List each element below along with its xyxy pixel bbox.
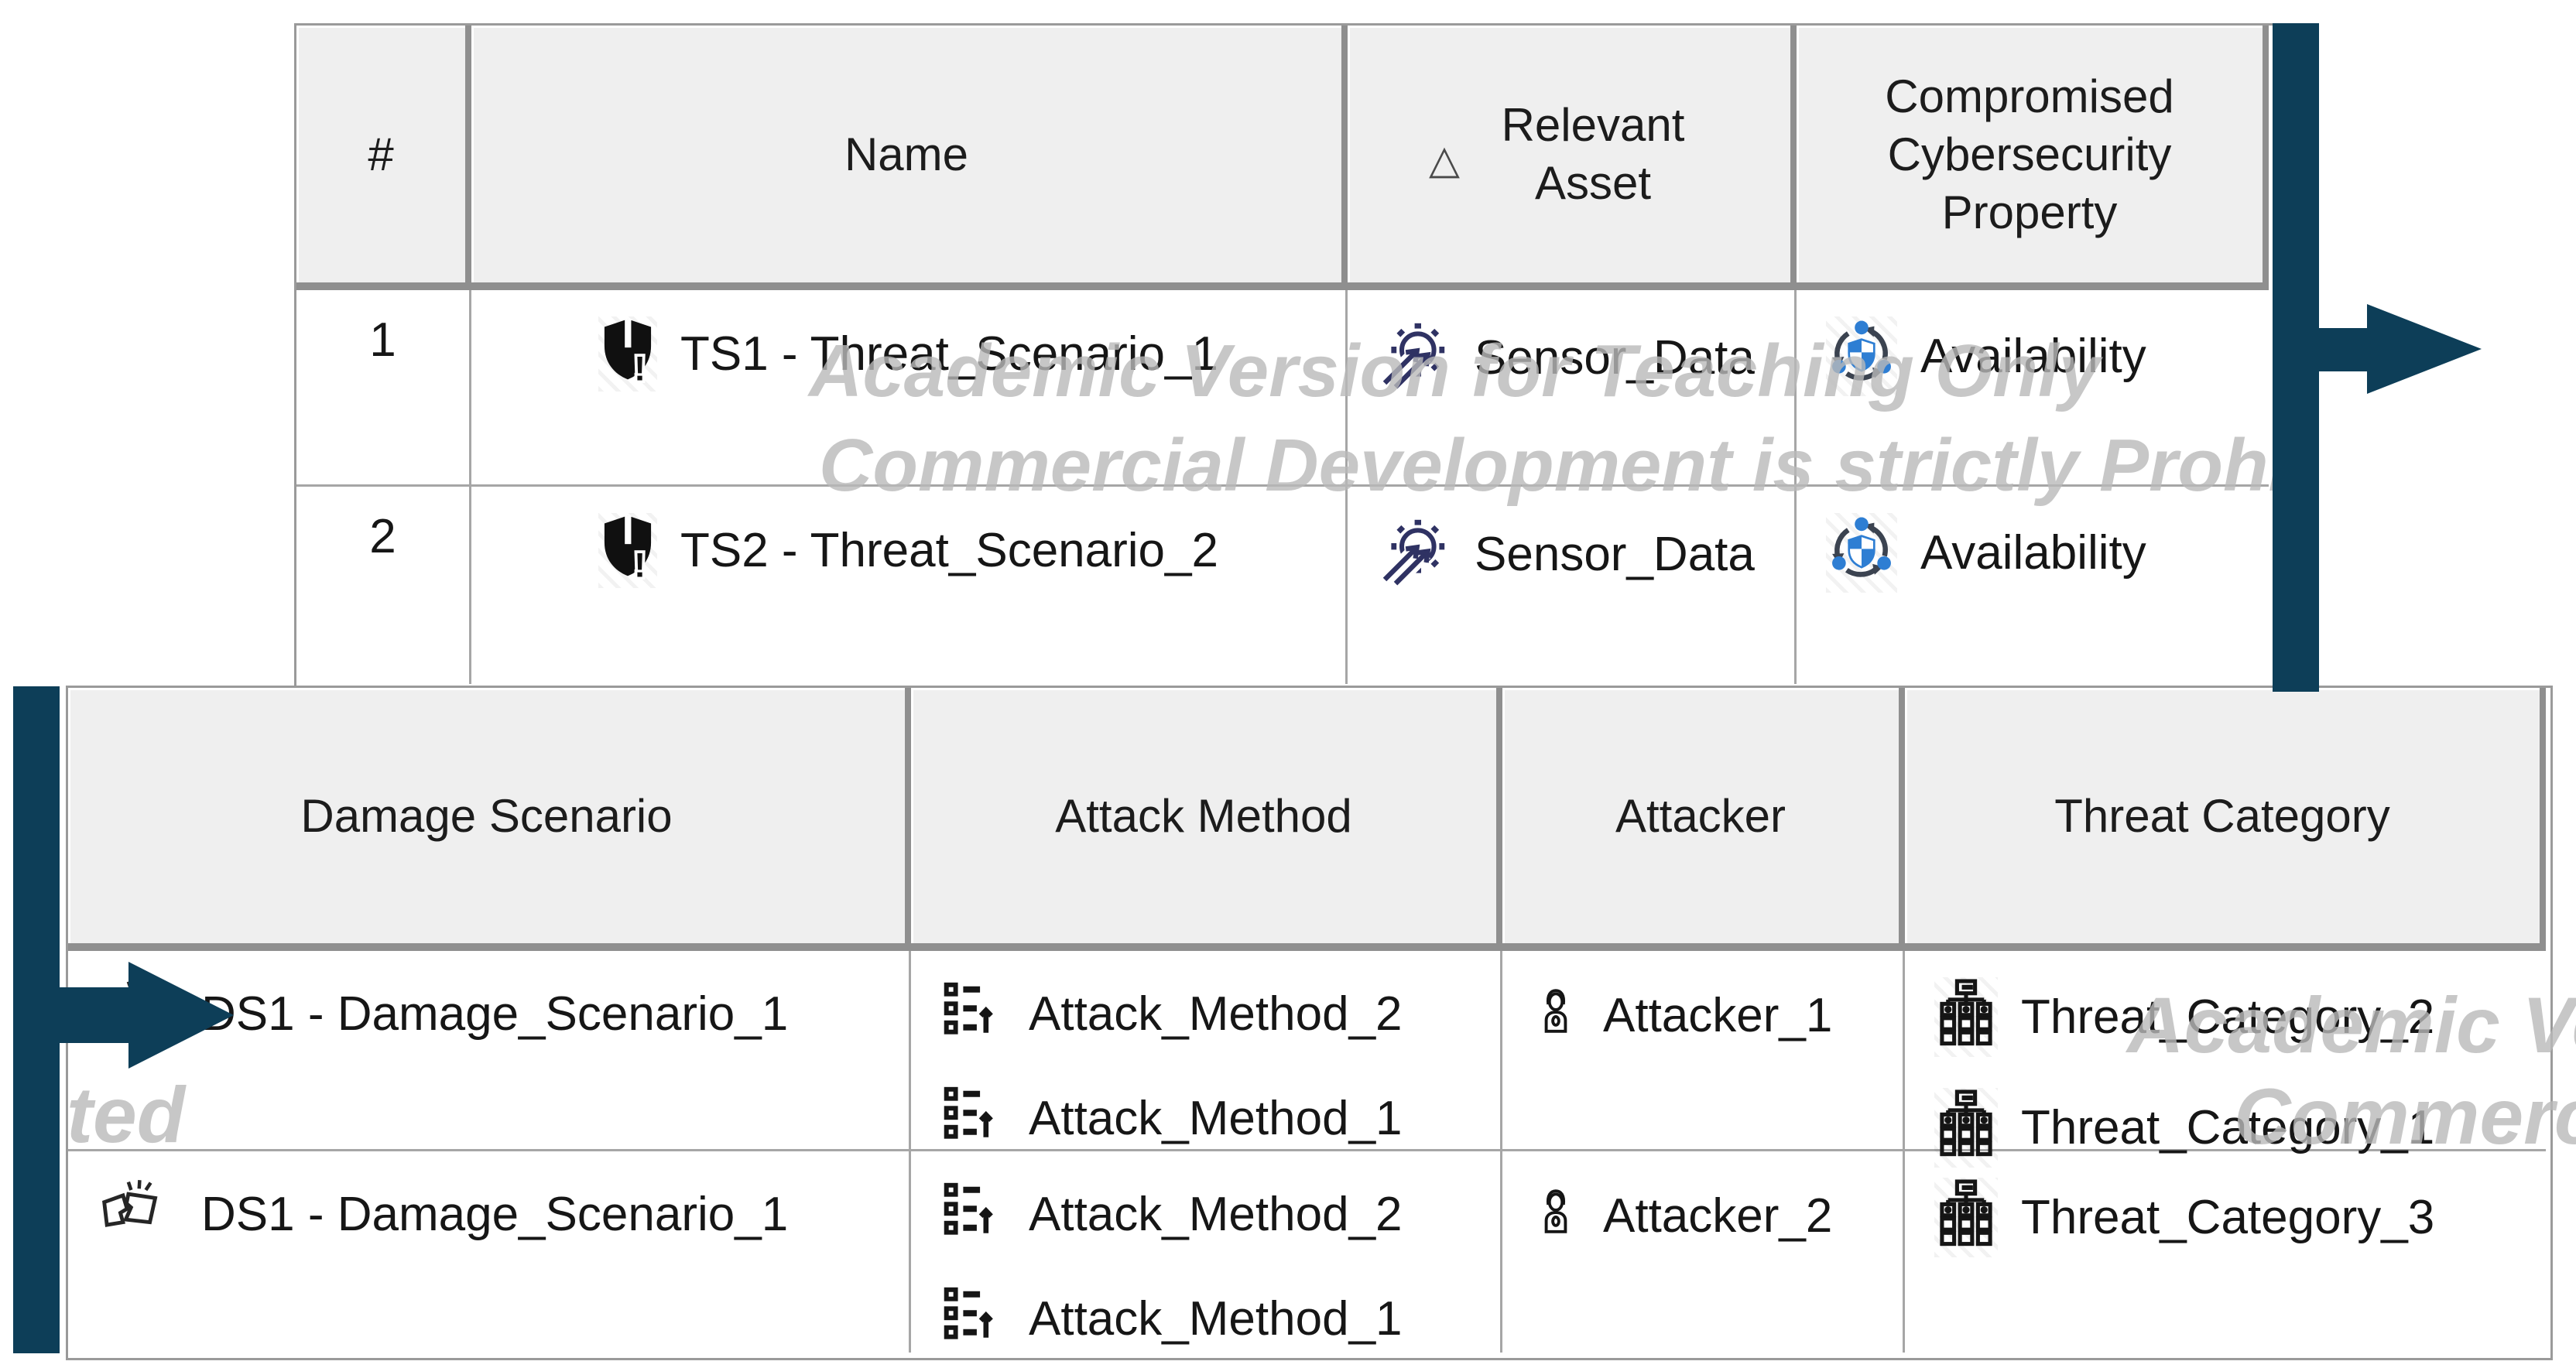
column-header-relevant-asset-label: Relevant Asset: [1501, 99, 1685, 209]
threat-category-hierarchy-icon: [1934, 1178, 1998, 1257]
threat-scenario-name: TS2 - Threat_Scenario_2: [680, 523, 1219, 577]
row-number: 1: [369, 313, 396, 367]
attack-method-name: Attack_Method_2: [1029, 987, 1403, 1041]
threat-scenarios-table: # Name △ Relevant Asset Compromised Cybe…: [294, 23, 2280, 691]
sort-ascending-icon[interactable]: △: [1429, 137, 1460, 183]
attacker-cell[interactable]: Attacker_2: [1502, 1151, 1905, 1353]
svg-text:!: !: [634, 351, 646, 383]
relevant-asset-name: Sensor_Data: [1475, 330, 1755, 385]
relevant-asset-cell[interactable]: Sensor_Data: [1348, 290, 1797, 487]
threat-category-name: Threat_Category_3: [2021, 1190, 2435, 1244]
threat-category-hierarchy-icon: [1934, 1088, 1998, 1168]
attack-method-cell[interactable]: Attack_Method_2 Attack_Method_1: [911, 951, 1502, 1151]
threat-category-cell[interactable]: Threat_Category_3: [1905, 1151, 2546, 1353]
threat-scenario-name-cell[interactable]: ! TS1 - Threat_Scenario_1: [471, 290, 1348, 487]
threat-scenario-shield-icon: !: [598, 316, 657, 392]
annotation-bar-right: [2273, 23, 2319, 692]
availability-shield-icon: [1826, 513, 1897, 593]
annotation-arrow-left-icon: [128, 962, 234, 1069]
threat-scenario-name: TS1 - Threat_Scenario_1: [680, 327, 1219, 381]
compromised-property-cell[interactable]: Availability: [1797, 487, 2269, 684]
attack-method-list-icon: [940, 1178, 1005, 1251]
relevant-asset-name: Sensor_Data: [1475, 527, 1755, 581]
attacker-name: Attacker_1: [1603, 988, 1833, 1042]
column-header-threat-category[interactable]: Threat Category: [1905, 688, 2546, 951]
row-number: 2: [369, 510, 396, 563]
compromised-property-name: Availability: [1920, 329, 2146, 383]
annotation-arrow-left-shaft: [31, 987, 130, 1043]
column-header-attack-method-label: Attack Method: [1055, 789, 1352, 842]
column-header-damage-scenario[interactable]: Damage Scenario: [68, 688, 911, 951]
column-header-relevant-asset[interactable]: △ Relevant Asset: [1348, 26, 1797, 290]
threat-details-table: Damage Scenario Attack Method Attacker T…: [66, 686, 2553, 1360]
threat-category-name: Threat_Category_1: [2021, 1100, 2435, 1154]
column-header-number-label: #: [368, 128, 394, 180]
threat-scenario-name-cell[interactable]: ! TS2 - Threat_Scenario_2: [471, 487, 1348, 684]
column-header-name[interactable]: Name: [471, 26, 1348, 290]
attack-method-list-icon: [940, 1082, 1005, 1155]
damage-scenario-cell[interactable]: DS1 - Damage_Scenario_1: [68, 1151, 911, 1353]
annotation-arrow-right-icon: [2367, 304, 2482, 394]
attack-method-cell[interactable]: Attack_Method_2 Attack_Method_1: [911, 1151, 1502, 1353]
column-header-attacker[interactable]: Attacker: [1502, 688, 1905, 951]
relevant-asset-cell[interactable]: Sensor_Data: [1348, 487, 1797, 684]
availability-shield-icon: [1826, 316, 1897, 396]
damage-scenario-name: DS1 - Damage_Scenario_1: [201, 987, 789, 1041]
threat-scenario-shield-icon: !: [598, 513, 657, 588]
attacker-name: Attacker_2: [1603, 1188, 1833, 1243]
svg-text:!: !: [634, 547, 646, 580]
column-header-damage-scenario-label: Damage Scenario: [300, 789, 673, 842]
column-header-attack-method[interactable]: Attack Method: [911, 688, 1502, 951]
attack-method-name: Attack_Method_1: [1029, 1291, 1403, 1346]
attacker-person-icon: [1532, 1178, 1580, 1254]
threat-category-hierarchy-icon: [1934, 977, 1998, 1057]
column-header-name-label: Name: [844, 128, 969, 180]
column-header-compromised-property-label: Compromised Cybersecurity Property: [1885, 70, 2174, 238]
attack-method-list-icon: [940, 977, 1005, 1051]
compromised-property-name: Availability: [1920, 525, 2146, 580]
attack-method-list-icon: [940, 1282, 1005, 1356]
attack-method-name: Attack_Method_2: [1029, 1187, 1403, 1241]
attacker-cell[interactable]: Attacker_1: [1502, 951, 1905, 1151]
damage-scenario-name: DS1 - Damage_Scenario_1: [201, 1187, 789, 1241]
damage-scenario-broken-icon: [98, 1178, 178, 1251]
compromised-property-cell[interactable]: Availability: [1797, 290, 2269, 487]
table-row-number[interactable]: 1: [296, 290, 471, 487]
asset-gear-icon: [1377, 316, 1451, 399]
threat-category-cell[interactable]: Threat_Category_2 Threat_Category_1: [1905, 951, 2546, 1168]
attack-method-name: Attack_Method_1: [1029, 1091, 1403, 1145]
table-row-number[interactable]: 2: [296, 487, 471, 684]
threat-category-name: Threat_Category_2: [2021, 990, 2435, 1044]
attacker-person-icon: [1532, 977, 1580, 1054]
column-header-attacker-label: Attacker: [1615, 789, 1786, 842]
asset-gear-icon: [1377, 513, 1451, 596]
column-header-threat-category-label: Threat Category: [2054, 789, 2390, 842]
column-header-compromised-property[interactable]: Compromised Cybersecurity Property: [1797, 26, 2269, 290]
annotation-arrow-right-shaft: [2317, 328, 2369, 371]
column-header-number[interactable]: #: [296, 26, 471, 290]
